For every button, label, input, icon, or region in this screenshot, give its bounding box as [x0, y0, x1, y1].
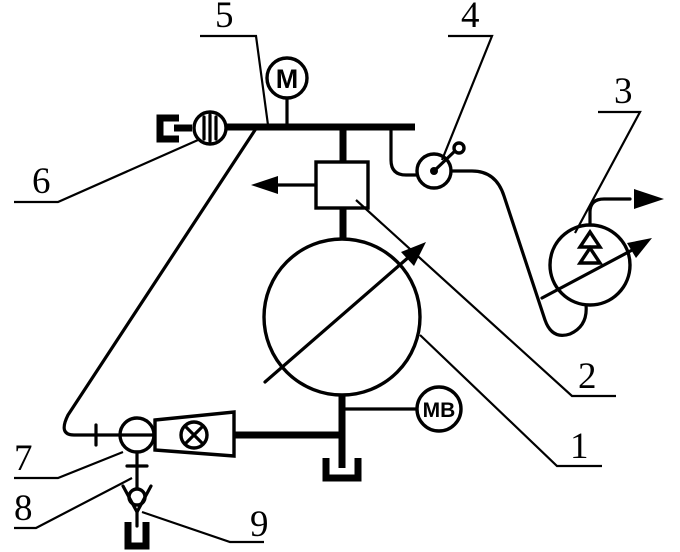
callout-7: 7: [14, 438, 33, 479]
pump: [262, 237, 426, 397]
callout-9: 9: [250, 504, 269, 545]
vacuum-gauge: МВ: [340, 385, 463, 433]
tap: [125, 450, 149, 492]
callout-leaders: [14, 34, 642, 544]
pressure-gauge: М: [265, 56, 309, 129]
cap: [156, 110, 228, 146]
vacuum-gauge-label: МВ: [423, 399, 456, 422]
callout-5: 5: [215, 0, 234, 36]
distributor: [118, 410, 342, 458]
motor: [540, 189, 664, 307]
pressure-gauge-label: М: [276, 64, 299, 94]
callout-3: 3: [614, 71, 633, 112]
callout-1: 1: [570, 426, 589, 467]
control-valve: [415, 141, 466, 190]
callout-8: 8: [14, 488, 33, 529]
callout-4: 4: [461, 0, 480, 36]
callout-6: 6: [32, 161, 51, 202]
tank-drain: [322, 458, 362, 482]
drive-line: [389, 125, 419, 177]
suction-line: [62, 125, 259, 437]
callout-2: 2: [578, 356, 597, 397]
check-valve: [121, 484, 153, 550]
